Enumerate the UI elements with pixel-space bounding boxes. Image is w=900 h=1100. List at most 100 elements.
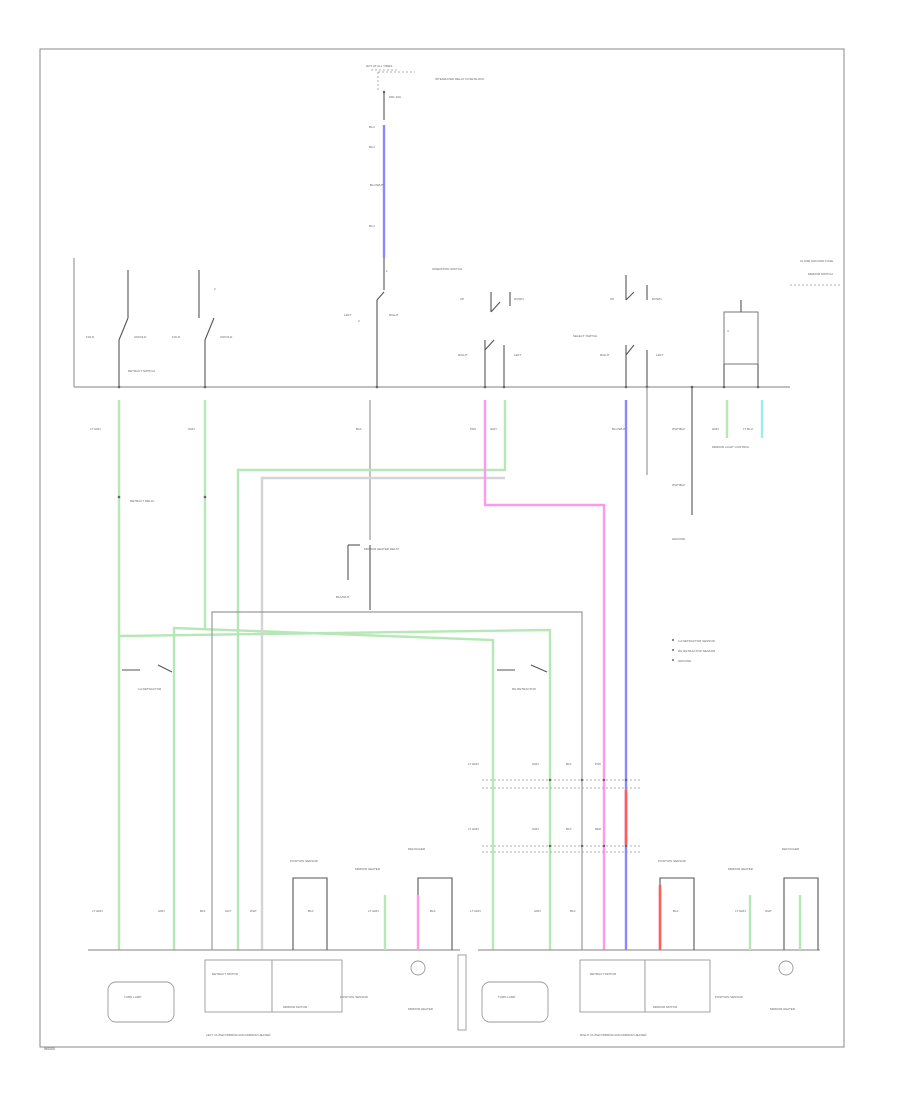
legend-item-1: LH RETRACTOR SENSOR: [678, 639, 716, 643]
rh-retractor-label: RH RETRACTOR: [512, 687, 537, 691]
svg-text:BLU/WHT: BLU/WHT: [370, 183, 384, 187]
svg-text:GRN: GRN: [188, 427, 195, 431]
svg-text:GRN: GRN: [532, 762, 539, 766]
wire-pink: [483, 400, 606, 950]
svg-text:LT GRN: LT GRN: [92, 909, 103, 913]
svg-text:BLK: BLK: [200, 909, 206, 913]
svg-text:LEFT: LEFT: [656, 353, 664, 357]
left-retract-motor: [204, 959, 273, 1013]
legend: LH RETRACTOR SENSOR RH RETRACTOR SENSOR …: [672, 639, 716, 663]
svg-text:DOWN: DOWN: [652, 297, 662, 301]
left-mirror-motor: [271, 959, 343, 1013]
diagram-frame: [39, 48, 845, 1048]
left-position-sensor-label: POSITION SENSOR: [290, 859, 319, 863]
top-source-label: HOT AT ALL TIMES: [366, 64, 392, 68]
svg-text:BLK: BLK: [356, 427, 362, 431]
svg-text:2: 2: [214, 287, 216, 291]
svg-text:RIGHT: RIGHT: [600, 353, 610, 357]
top-right-note: CLOSE GROUND FUSE: [800, 259, 833, 263]
svg-text:LT GRN: LT GRN: [468, 762, 479, 766]
left-turn-lamp-label: TURN LAMP: [124, 995, 141, 999]
ground-left-label: GROUND: [672, 537, 686, 541]
svg-text:GRN: GRN: [158, 909, 165, 913]
svg-text:RIGHT: RIGHT: [458, 353, 468, 357]
svg-text:LT GRN: LT GRN: [368, 909, 379, 913]
svg-text:BLK: BLK: [570, 909, 576, 913]
legend-item-3: GROUND: [678, 659, 692, 663]
svg-text:GRN: GRN: [490, 427, 497, 431]
right-turn-lamp-label: TURN LAMP: [498, 995, 515, 999]
svg-text:BLK/WHT: BLK/WHT: [336, 595, 350, 599]
right-mirror-motor: [644, 959, 711, 1013]
left-turn-lamp: [107, 981, 175, 1023]
svg-text:LT GRN: LT GRN: [468, 827, 479, 831]
svg-text:BLK: BLK: [673, 909, 679, 913]
svg-text:POSITION SENSOR: POSITION SENSOR: [715, 995, 744, 999]
light-control-relay: [723, 311, 759, 365]
right-mirror-module: LT GRN GRN BLK POSITION SENSOR BLK MIRRO…: [470, 847, 820, 1037]
retract-relay-upper-label: RETRACT RELAY: [130, 499, 155, 503]
svg-text:UNFOLD: UNFOLD: [220, 335, 233, 339]
retractor-relays: LH RETRACTOR RH RETRACTOR: [122, 664, 548, 691]
right-connector-rows: LT GRN GRN BLK PNK LT GRN GRN BLK RED: [468, 762, 640, 853]
light-control-label: MIRROR LIGHT CONTROL: [712, 445, 750, 449]
right-module-label: RIGHT OUTER MIRROR AND MIRROR HEATER: [580, 1033, 647, 1037]
svg-text:WHT: WHT: [250, 909, 257, 913]
left-mirror-module: LT GRN GRN BLK GRY WHT POSITION SENSOR B…: [88, 847, 467, 1037]
switch-assembly: MIRROR SWITCH FOLD UNFOLD FOLD UNFOLD 2 …: [73, 258, 833, 389]
svg-text:LT GRN: LT GRN: [735, 909, 746, 913]
svg-text:POSITION SENSOR: POSITION SENSOR: [340, 995, 369, 999]
svg-text:BLU: BLU: [369, 125, 375, 129]
right-mirror-motor-label: MIRROR MOTOR: [653, 1005, 678, 1009]
svg-text:GRN: GRN: [712, 427, 719, 431]
svg-text:DOWN: DOWN: [514, 297, 524, 301]
legend-item-2: RH RETRACTOR SENSOR: [678, 649, 716, 653]
left-heater-element: [410, 960, 426, 976]
svg-text:WHT/BLK: WHT/BLK: [672, 427, 685, 431]
svg-text:3: 3: [358, 319, 360, 323]
right-heater-element: [778, 960, 794, 976]
svg-text:1: 1: [386, 269, 388, 273]
top-feed: HOT AT ALL TIMES INTEGRATED RELAY FUSE B…: [366, 64, 840, 290]
left-mirror-motor-label: MIRROR MOTOR: [283, 1005, 308, 1009]
svg-text:GRY: GRY: [225, 909, 231, 913]
svg-text:PNK: PNK: [595, 762, 601, 766]
operation-switch-label: OPERATION SWITCH: [432, 267, 462, 271]
svg-text:LT GRN: LT GRN: [90, 427, 101, 431]
right-position-sensor-label: POSITION SENSOR: [658, 859, 687, 863]
bus-pins: [117, 385, 760, 389]
left-heater-label: MIRROR HEATER: [355, 867, 381, 871]
left-defogger-label: DEFOGGER: [408, 847, 426, 851]
svg-text:GRN: GRN: [532, 827, 539, 831]
svg-text:RIGHT: RIGHT: [389, 313, 399, 317]
right-turn-lamp: [481, 981, 549, 1023]
svg-text:UP: UP: [610, 297, 614, 301]
lh-retractor-label: LH RETRACTOR: [138, 687, 162, 691]
svg-text:LEFT: LEFT: [514, 353, 522, 357]
svg-text:BLK: BLK: [308, 909, 314, 913]
svg-text:FOLD: FOLD: [86, 335, 95, 339]
svg-text:BLK: BLK: [430, 909, 436, 913]
svg-text:BLU: BLU: [369, 224, 375, 228]
top-fuse-label: INTEGRATED RELAY FUSE BLOCK: [435, 77, 484, 81]
svg-text:FOLD: FOLD: [172, 335, 181, 339]
svg-text:PNK: PNK: [470, 427, 476, 431]
svg-text:BLU: BLU: [369, 145, 375, 149]
heater-relay-label: MIRROR HEATER RELAY: [364, 547, 399, 551]
svg-text:MIRROR HEATER: MIRROR HEATER: [770, 1007, 796, 1011]
svg-text:UP: UP: [460, 297, 464, 301]
right-retract-motor: [579, 959, 646, 1013]
svg-text:BLK: BLK: [566, 762, 572, 766]
svg-text:LT GRN: LT GRN: [470, 909, 481, 913]
switch-assembly-label: MIRROR SWITCH: [808, 272, 833, 276]
select-switch-label: SELECT SWITCH: [573, 334, 597, 338]
mid-wiring: LT GRN GRN RETRACT RELAY BLK MIRROR HEAT…: [90, 387, 764, 950]
page-code: W0000: [44, 1047, 55, 1051]
svg-text:RETRACT MOTOR: RETRACT MOTOR: [590, 972, 617, 976]
svg-text:MIRROR HEATER: MIRROR HEATER: [408, 1007, 434, 1011]
svg-text:WHT: WHT: [765, 909, 772, 913]
svg-text:WHT/BLK: WHT/BLK: [672, 483, 685, 487]
retract-switch-label: RETRACT SWITCH: [128, 369, 155, 373]
svg-text:RED: RED: [595, 827, 602, 831]
right-heater-label: MIRROR HEATER: [728, 867, 754, 871]
